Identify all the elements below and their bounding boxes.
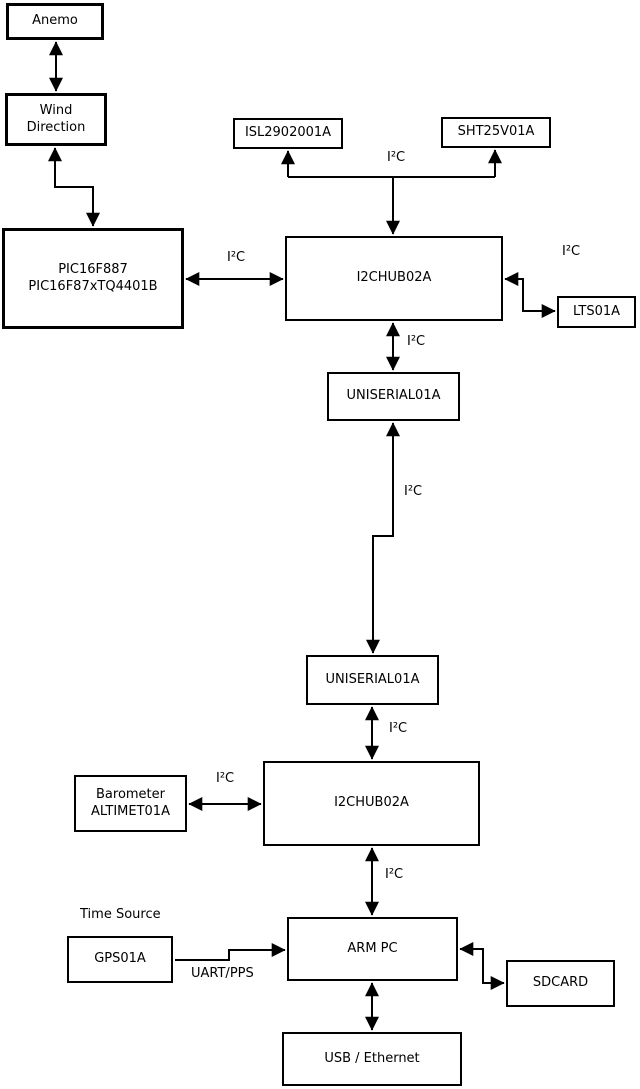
block-isl2902001a: ISL2902001A — [233, 118, 343, 149]
edge-label-i2c-lts: I²C — [562, 244, 581, 259]
block-isl2902001a-label: ISL2902001A — [244, 125, 332, 141]
connector-uniserial-top-uniserial-bottom — [366, 422, 400, 654]
block-pic16f887: PIC16F887 PIC16F87xTQ4401B — [2, 228, 184, 329]
edge-label-i2c-pic-hub: I²C — [227, 250, 246, 265]
block-uniserial01a-top: UNISERIAL01A — [327, 372, 460, 421]
connector-gps-armpc — [175, 943, 286, 961]
block-arm-pc-label: ARM PC — [347, 940, 398, 956]
block-uniserial01a-bottom-label: UNISERIAL01A — [325, 671, 420, 687]
block-barometer-altimet01a-label: Barometer ALTIMET01A — [91, 787, 170, 819]
block-barometer-altimet01a: Barometer ALTIMET01A — [74, 775, 187, 832]
block-i2chub02a-top: I2CHUB02A — [285, 236, 503, 321]
block-i2chub02a-bottom-label: I2CHUB02A — [334, 795, 409, 811]
block-arm-pc: ARM PC — [287, 917, 458, 981]
block-pic16f887-label: PIC16F887 PIC16F87xTQ4401B — [28, 262, 158, 294]
edge-label-i2c-hub2-armpc: I²C — [385, 867, 404, 882]
block-i2chub02a-top-label: I2CHUB02A — [356, 270, 432, 286]
block-uniserial01a-top-label: UNISERIAL01A — [346, 388, 441, 404]
block-sht25v01a: SHT25V01A — [441, 117, 551, 148]
edge-label-i2c-barometer: I²C — [216, 771, 235, 786]
block-anemo-label: Anemo — [32, 13, 78, 29]
connector-armpc-sdcard — [459, 942, 505, 990]
edge-label-uart-pps: UART/PPS — [191, 966, 254, 981]
block-wind-direction-label: Wind Direction — [26, 103, 86, 135]
edge-label-i2c-hub-uniserial: I²C — [407, 334, 426, 349]
block-sdcard-label: SDCARD — [532, 975, 589, 991]
block-sdcard: SDCARD — [506, 960, 615, 1007]
connector-i2chub-top-lts — [504, 272, 556, 318]
block-usb-ethernet-label: USB / Ethernet — [324, 1050, 420, 1066]
block-gps01a: GPS01A — [67, 936, 173, 983]
block-usb-ethernet: USB / Ethernet — [282, 1032, 462, 1086]
block-anemo: Anemo — [6, 3, 104, 40]
edge-label-i2c-isl-sht: I²C — [387, 150, 406, 165]
block-lts01a-label: LTS01A — [572, 303, 621, 319]
block-i2chub02a-bottom: I2CHUB02A — [263, 761, 480, 846]
block-gps01a-label: GPS01A — [94, 951, 146, 967]
block-sht25v01a-label: SHT25V01A — [457, 124, 535, 140]
connector-wind-direction-pic — [48, 147, 100, 227]
block-lts01a: LTS01A — [557, 296, 636, 328]
block-uniserial01a-bottom: UNISERIAL01A — [306, 655, 439, 705]
edge-label-i2c-uniserial-hub2: I²C — [389, 721, 408, 736]
edge-label-i2c-uniserial-link: I²C — [404, 484, 423, 499]
block-wind-direction: Wind Direction — [5, 93, 107, 146]
edge-label-time-source: Time Source — [80, 907, 161, 922]
